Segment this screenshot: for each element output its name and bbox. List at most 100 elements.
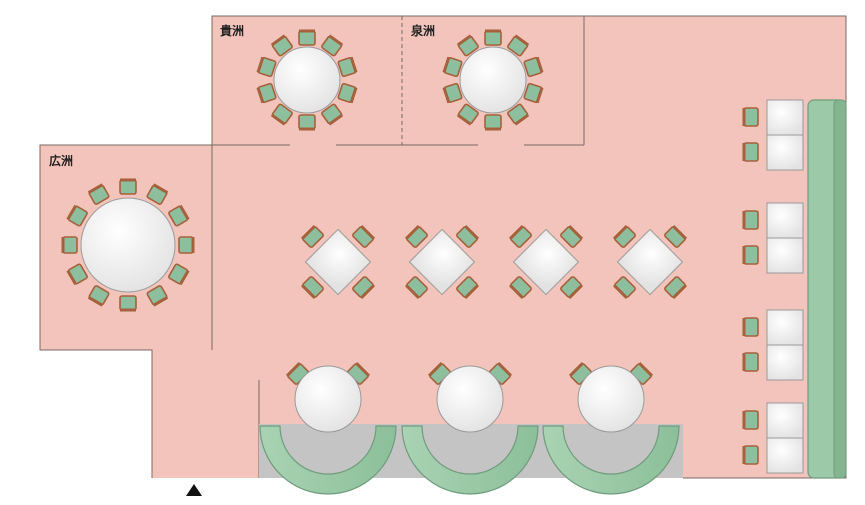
chair: [742, 210, 759, 230]
room-label-quanzhou: 泉洲: [411, 24, 436, 38]
round-table-top: [459, 46, 527, 114]
guizhou-round-table[interactable]: [256, 29, 358, 131]
round-tables: [61, 29, 544, 312]
square-tables: [300, 224, 688, 300]
chair: [119, 295, 137, 312]
chair: [612, 276, 636, 300]
chair: [560, 224, 584, 248]
chair: [119, 178, 137, 195]
curved-sofa: [542, 425, 680, 495]
chair: [523, 82, 544, 104]
chair: [742, 352, 759, 372]
chair: [560, 276, 584, 300]
square-table-2[interactable]: [404, 224, 480, 300]
chair: [66, 204, 88, 227]
chair: [664, 276, 688, 300]
booth-1[interactable]: [259, 361, 397, 495]
chair: [742, 317, 759, 337]
sofa-table-set-2[interactable]: [742, 202, 804, 274]
chair: [87, 183, 110, 205]
room-label-guizhou: 貴洲: [220, 24, 245, 38]
chair: [352, 224, 376, 248]
square-table-1[interactable]: [300, 224, 376, 300]
room-label-guangzhou: 広洲: [49, 154, 74, 168]
side-table-top: [766, 402, 804, 439]
chair: [664, 224, 688, 248]
side-table-top: [766, 202, 804, 239]
square-table-top: [616, 228, 684, 296]
chair: [404, 276, 428, 300]
chair: [168, 204, 190, 227]
chair: [270, 34, 293, 57]
chair: [178, 236, 195, 254]
square-table-3[interactable]: [508, 224, 584, 300]
chair: [507, 34, 530, 57]
chair: [442, 82, 463, 104]
chair: [456, 224, 480, 248]
side-table-top: [766, 134, 804, 171]
square-table-top: [408, 228, 476, 296]
round-table-top: [273, 46, 341, 114]
chair: [404, 224, 428, 248]
chair: [321, 103, 344, 126]
right-sofa-seating: [742, 99, 847, 479]
side-table-top: [766, 437, 804, 474]
chair: [298, 114, 316, 131]
chair: [352, 276, 376, 300]
guangzhou-round-table[interactable]: [61, 178, 195, 312]
sofa-table-set-3[interactable]: [742, 309, 804, 381]
chair: [456, 34, 479, 57]
chair: [742, 445, 759, 465]
chair: [168, 263, 190, 286]
chair: [298, 29, 316, 46]
booth-3[interactable]: [542, 361, 680, 495]
long-sofa[interactable]: [807, 99, 847, 479]
chair: [337, 56, 358, 78]
chair: [612, 224, 636, 248]
chair: [442, 56, 463, 78]
chair: [300, 276, 324, 300]
booth-table-top: [577, 365, 645, 433]
side-table-top: [766, 99, 804, 136]
sofa-table-set-4[interactable]: [742, 402, 804, 474]
chair: [146, 183, 169, 205]
chair: [270, 103, 293, 126]
chair: [742, 410, 759, 430]
booth-seating: [259, 361, 680, 495]
chair: [300, 224, 324, 248]
booth-base: [259, 424, 683, 478]
square-table-4[interactable]: [612, 224, 688, 300]
curved-sofa: [259, 425, 397, 495]
chair: [742, 107, 759, 127]
chair: [742, 142, 759, 162]
chair: [337, 82, 358, 104]
chair: [523, 56, 544, 78]
side-table-top: [766, 237, 804, 274]
chair: [508, 224, 532, 248]
chair: [256, 82, 277, 104]
curved-sofa: [401, 425, 539, 495]
side-table-top: [766, 344, 804, 381]
chair: [321, 34, 344, 57]
chair: [484, 114, 502, 131]
booth-2[interactable]: [401, 361, 539, 495]
side-table-top: [766, 309, 804, 346]
chair: [146, 285, 169, 307]
entrance-arrow-icon[interactable]: [186, 484, 202, 496]
chair: [456, 276, 480, 300]
chair: [508, 276, 532, 300]
chair: [256, 56, 277, 78]
chair: [456, 103, 479, 126]
sofa-table-set-1[interactable]: [742, 99, 804, 171]
booth-table-top: [294, 365, 362, 433]
chair: [507, 103, 530, 126]
booth-table-top: [436, 365, 504, 433]
chair: [742, 245, 759, 265]
square-table-top: [512, 228, 580, 296]
quanzhou-round-table[interactable]: [442, 29, 544, 131]
chair: [484, 29, 502, 46]
square-table-top: [304, 228, 372, 296]
chair: [61, 236, 78, 254]
chair: [87, 285, 110, 307]
